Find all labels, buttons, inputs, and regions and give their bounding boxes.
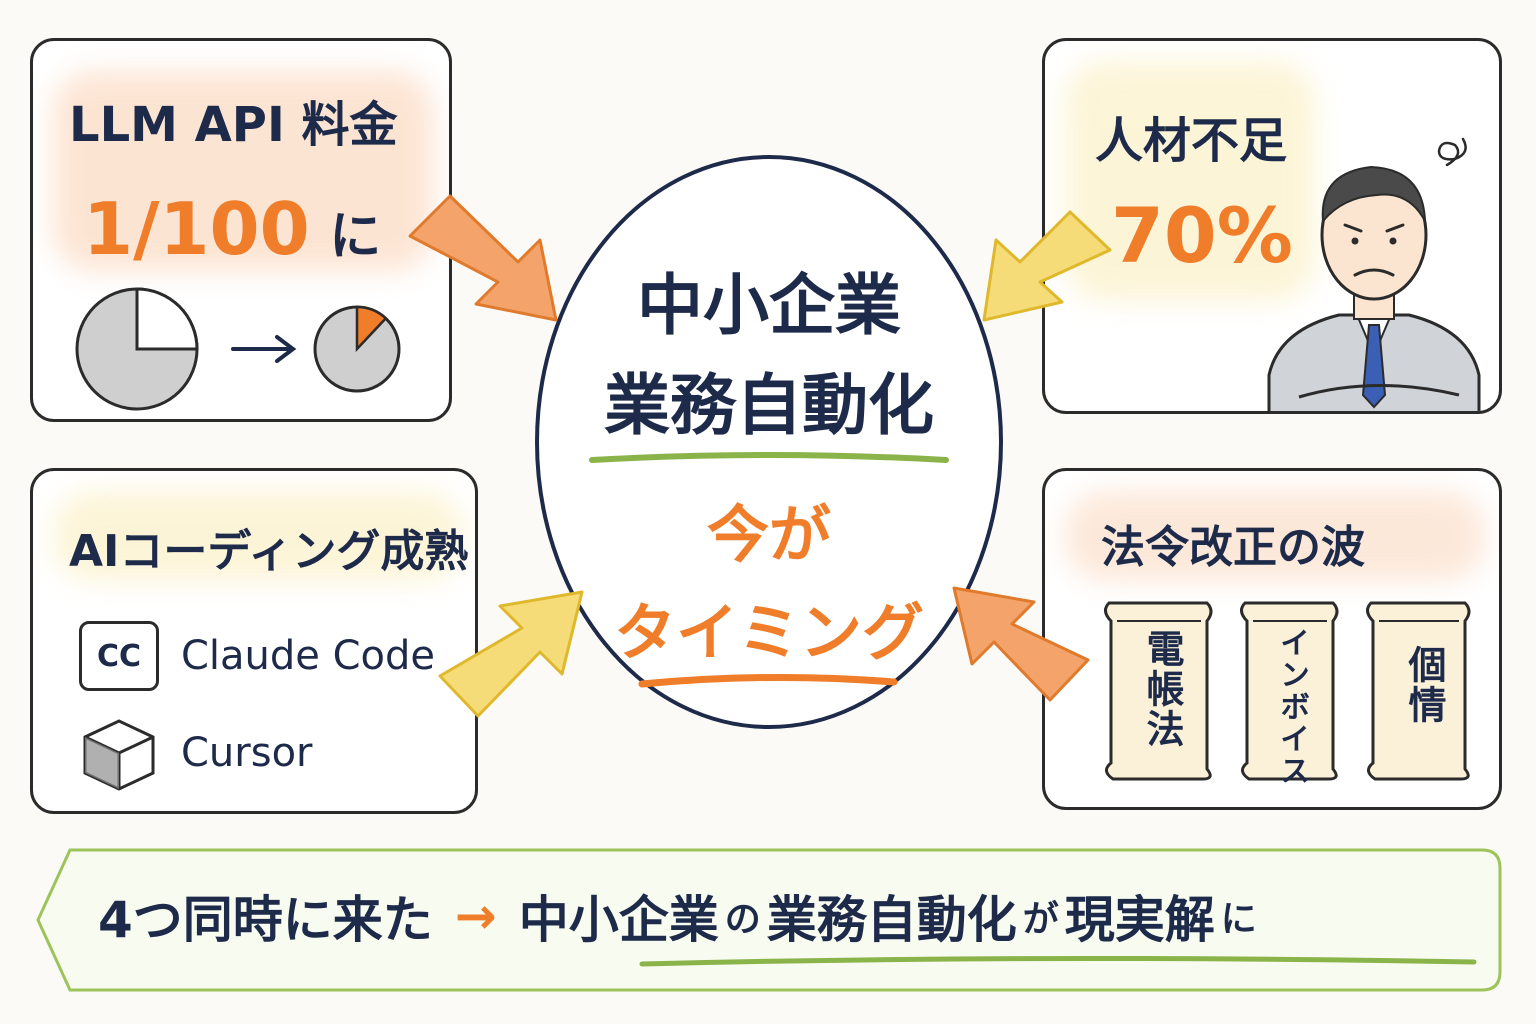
orange-underline	[638, 673, 898, 688]
summary-banner: 4つ同時に来た → 中小企業 の 業務自動化 が 現実解 に	[34, 846, 1504, 994]
tool-claude-code-label: Claude Code	[181, 633, 436, 679]
banner-part-automation: 業務自動化	[766, 891, 1017, 949]
center-tagline-line1: 今が	[706, 498, 831, 571]
center-title-line1: 中小企業	[637, 267, 901, 344]
llm-api-title: LLM API 料金	[69, 97, 398, 153]
center-circle-outline	[535, 155, 1003, 729]
ai-coding-card: AIコーディング成熟 CC Claude Code Cursor	[30, 468, 478, 814]
scroll-denchou-text: 電帳法	[1140, 629, 1184, 749]
law-title: 法令改正の波	[1101, 522, 1365, 573]
arrow-right-icon	[231, 335, 297, 363]
banner-arrow-icon: →	[454, 887, 497, 945]
banner-outline	[36, 848, 1502, 992]
scroll-kojou: 個情	[1359, 593, 1479, 783]
scroll-kojou-text: 個情	[1402, 645, 1446, 725]
cc-terminal-icon: CC	[79, 621, 159, 691]
center-tagline-line2: タイミング	[613, 596, 924, 669]
llm-api-card: LLM API 料金 1/100 に	[30, 38, 452, 422]
cc-badge-text: CC	[96, 638, 142, 674]
talent-card: 人材不足 70%	[1042, 38, 1502, 414]
banner-text: 4つ同時に来た → 中小企業 の 業務自動化 が 現実解 に	[98, 876, 1257, 956]
banner-part-ni: に	[1220, 899, 1257, 940]
llm-api-value-suffix: に	[329, 207, 382, 267]
scroll-icon	[1104, 601, 1213, 781]
talent-title: 人材不足	[1095, 113, 1288, 169]
banner-part-solution: 現実解	[1064, 891, 1215, 949]
pie-comparison	[75, 287, 401, 411]
cube-icon	[83, 719, 155, 791]
pie-after-icon	[313, 305, 401, 393]
banner-part-ga: が	[1022, 899, 1059, 940]
scroll-invoice: インボイス	[1235, 593, 1345, 787]
banner-part-company: 中小企業	[518, 891, 719, 949]
scroll-icon	[1240, 601, 1339, 781]
llm-api-value: 1/100 に	[83, 187, 381, 271]
worried-man-illustration	[1267, 137, 1481, 411]
law-card: 法令改正の波 電帳法 インボイス 個情	[1042, 468, 1502, 810]
tool-claude-code: CC Claude Code	[79, 621, 435, 691]
tool-cursor-label: Cursor	[181, 730, 313, 776]
center-circle: 中小企業 業務自動化 今が タイミング	[532, 152, 1006, 732]
talent-value: 70%	[1111, 191, 1293, 280]
center-title-line2: 業務自動化	[604, 367, 934, 444]
scroll-denchou: 電帳法	[1097, 593, 1221, 783]
banner-lead: 4つ同時に来た	[98, 891, 433, 949]
banner-part-no: の	[724, 899, 761, 940]
tool-cursor: Cursor	[79, 715, 312, 791]
ai-coding-title: AIコーディング成熟	[69, 526, 469, 577]
scroll-icon	[1366, 601, 1471, 781]
green-underline	[589, 452, 949, 463]
llm-api-value-number: 1/100	[83, 187, 310, 271]
scroll-invoice-text: インボイス	[1274, 627, 1309, 787]
pie-before-icon	[75, 287, 199, 411]
